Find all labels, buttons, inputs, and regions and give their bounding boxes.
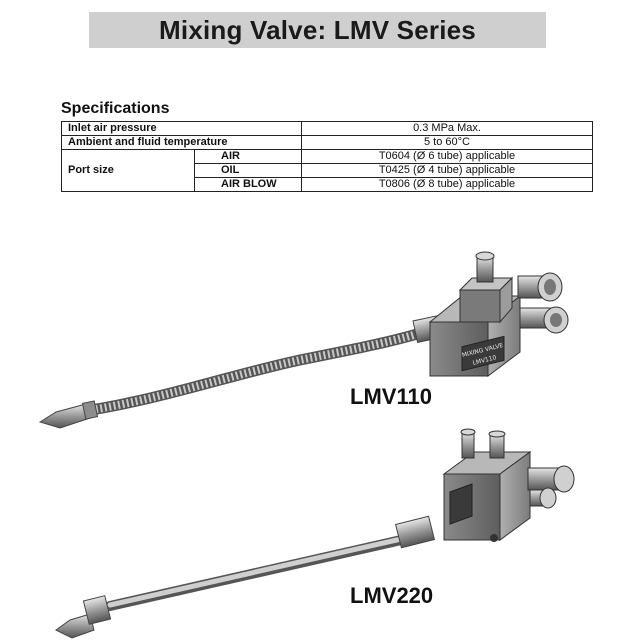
specifications-table: Inlet air pressure 0.3 MPa Max. Ambient …	[61, 121, 593, 192]
ambient-temperature-value: 5 to 60°C	[301, 135, 593, 150]
title-banner: Mixing Valve: LMV Series	[89, 12, 546, 48]
specifications-heading: Specifications	[61, 100, 170, 117]
port-air-blow-value: T0806 (Ø 8 tube) applicable	[301, 177, 593, 192]
port-oil-label: OIL	[194, 163, 302, 178]
lmv110-nameplate	[461, 335, 505, 372]
lmv220-nameplate	[449, 483, 473, 525]
port-air-blow-label: AIR BLOW	[194, 177, 302, 192]
lmv110-label: LMV110	[350, 384, 432, 409]
table-row: AIR BLOW T0806 (Ø 8 tube) applicable	[62, 177, 593, 192]
table-row: OIL T0425 (Ø 4 tube) applicable	[62, 163, 593, 178]
lmv220-valve-image	[55, 428, 575, 639]
lmv220-label: LMV220	[350, 583, 434, 608]
port-size-label: Port size	[61, 149, 195, 192]
page-title: Mixing Valve: LMV Series	[159, 14, 476, 45]
lmv110-valve-image	[38, 251, 569, 429]
table-row: Ambient and fluid temperature 5 to 60°C	[61, 135, 593, 150]
